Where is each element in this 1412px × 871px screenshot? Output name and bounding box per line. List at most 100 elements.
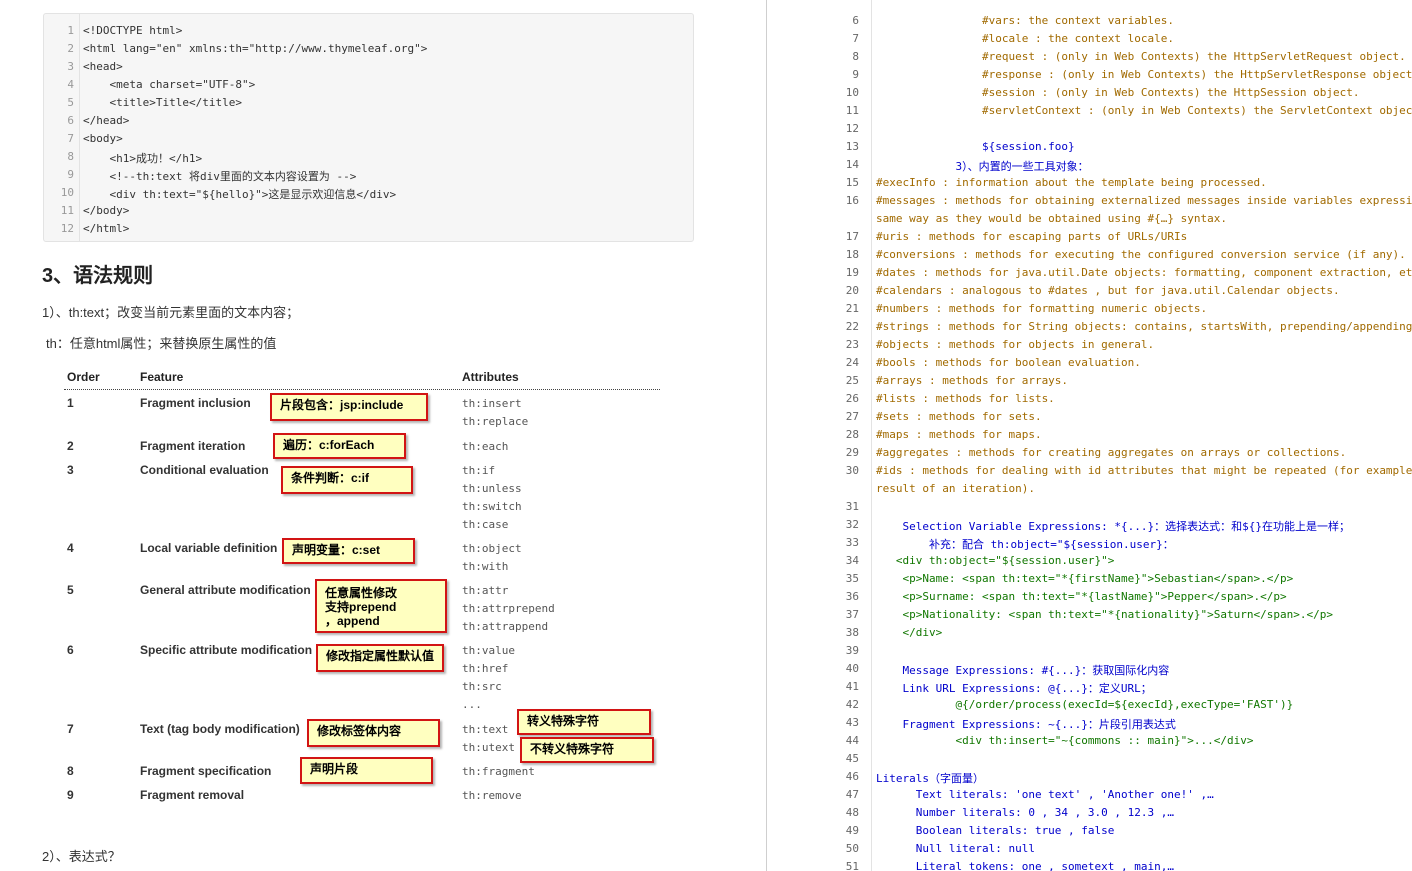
table-cell-order: 4: [67, 541, 74, 555]
code-line: #ids : methods for dealing with id attri…: [876, 464, 1412, 477]
table-cell-attribute: th:fragment: [462, 765, 535, 778]
table-cell-feature: Fragment inclusion: [140, 396, 251, 410]
code-line-number: 16: [845, 194, 859, 207]
code-line-number: 42: [845, 698, 859, 711]
table-cell-attribute: th:utext: [462, 741, 515, 754]
code-line: #maps : methods for maps.: [876, 428, 1042, 441]
table-cell-order: 8: [67, 764, 74, 778]
table-cell-attribute: th:attrprepend: [462, 602, 555, 615]
code-line: #conversions : methods for executing the…: [876, 248, 1406, 261]
code-line: <!DOCTYPE html>: [83, 24, 183, 37]
code-line: <html lang="en" xmlns:th="http://www.thy…: [83, 42, 428, 55]
table-cell-attribute: th:unless: [462, 482, 522, 495]
table-cell-attribute: th:each: [462, 440, 509, 453]
table-cell-attribute: th:attrappend: [462, 620, 549, 633]
code-line-number: 50: [845, 842, 859, 855]
code-line-number: 3: [67, 60, 74, 73]
table-cell-feature: Fragment specification: [140, 764, 272, 778]
code-line-number: 11: [845, 104, 859, 117]
code-line-number: 49: [845, 824, 859, 837]
code-line-number: 11: [60, 204, 74, 217]
code-line: #aggregates : methods for creating aggre…: [876, 446, 1347, 459]
table-cell-attribute: th:insert: [462, 397, 522, 410]
table-cell-feature: Conditional evaluation: [140, 463, 269, 477]
right-code-pane: 6 #vars: the context variables.7 #locale…: [767, 0, 1412, 871]
code-line: result of an iteration).: [876, 482, 1035, 495]
code-line-number: 20: [845, 284, 859, 297]
code-line-number: 9: [67, 168, 74, 181]
code-line: ${session.foo}: [876, 140, 1075, 153]
table-cell-attribute: th:switch: [462, 500, 522, 513]
table-cell-order: 7: [67, 722, 74, 736]
table-cell-attribute: th:src: [462, 680, 502, 693]
table-cell-attribute: th:case: [462, 518, 509, 531]
code-line-number: 29: [845, 446, 859, 459]
code-line: <p>Nationality: <span th:text="*{nationa…: [876, 608, 1333, 621]
table-cell-attribute: th:if: [462, 464, 496, 477]
table-cell-attribute: th:object: [462, 542, 522, 555]
paragraph-th-attr: th：任意html属性；来替换原生属性的值: [46, 336, 277, 351]
table-cell-attribute: th:replace: [462, 415, 529, 428]
table-header-attributes: Attributes: [462, 370, 519, 384]
code-line-number: 33: [845, 536, 859, 549]
table-cell-attribute: th:attr: [462, 584, 509, 597]
code-line-number: 19: [845, 266, 859, 279]
code-line-number: 10: [60, 186, 74, 199]
code-line-number: 39: [845, 644, 859, 657]
annotation-note-line: 任意属性修改: [325, 586, 398, 600]
code-line: <h1>成功！</h1>: [83, 152, 203, 165]
table-cell-attribute: th:href: [462, 662, 509, 675]
annotation-note: 声明片段: [300, 757, 433, 784]
code-line-number: 4: [67, 78, 74, 91]
table-header-divider: [64, 389, 660, 390]
code-line-number: 41: [845, 680, 859, 693]
code-line-number: 43: [845, 716, 859, 729]
table-cell-attribute: th:text: [462, 723, 509, 736]
table-cell-order: 9: [67, 788, 74, 802]
code-line-number: 22: [845, 320, 859, 333]
table-cell-feature: General attribute modification: [140, 583, 311, 597]
code-line-number: 47: [845, 788, 859, 801]
code-line: <title>Title</title>: [83, 96, 242, 109]
annotation-note-line: 支持prepend: [325, 600, 397, 614]
code-line: #calendars : analogous to #dates , but f…: [876, 284, 1340, 297]
code-line: <p>Surname: <span th:text="*{lastName}">…: [876, 590, 1287, 603]
code-line: #bools : methods for boolean evaluation.: [876, 356, 1141, 369]
code-line-number: 7: [67, 132, 74, 145]
code-line-number: 31: [845, 500, 859, 513]
code-line: #response : (only in Web Contexts) the H…: [876, 68, 1412, 81]
code-line: <p>Name: <span th:text="*{firstName}">Se…: [876, 572, 1294, 585]
code-line-number: 12: [60, 222, 74, 235]
code-line-number: 23: [845, 338, 859, 351]
code-line-number: 2: [67, 42, 74, 55]
table-header-feature: Feature: [140, 370, 184, 384]
annotation-note: 修改标签体内容: [307, 719, 440, 747]
html-code-block: 1<!DOCTYPE html>2<html lang="en" xmlns:t…: [43, 13, 694, 242]
annotation-note-line: ，append: [325, 614, 380, 628]
table-cell-attribute: th:value: [462, 644, 515, 657]
section-title: 3、语法规则: [42, 265, 154, 287]
code-gutter: [79, 14, 80, 241]
code-line: Null literal: null: [876, 842, 1035, 855]
code-line: </body>: [83, 204, 130, 217]
table-cell-feature: Fragment iteration: [140, 439, 246, 453]
code-line-number: 24: [845, 356, 859, 369]
code-line: #lists : methods for lists.: [876, 392, 1055, 405]
code-line-number: 38: [845, 626, 859, 639]
code-line: <!--th:text 将div里面的文本内容设置为 -->: [83, 170, 357, 183]
code-line: #request : (only in Web Contexts) the Ht…: [876, 50, 1406, 63]
code-line: #locale : the context locale.: [876, 32, 1175, 45]
code-line-number: 5: [67, 96, 74, 109]
code-line: Number literals: 0 , 34 , 3.0 , 12.3 ,…: [876, 806, 1175, 819]
annotation-note: 任意属性修改 支持prepend ，append: [315, 579, 447, 633]
code-line: <meta charset="UTF-8">: [83, 78, 256, 91]
code-line-number: 17: [845, 230, 859, 243]
code-line: 3）、内置的一些工具对象：: [876, 160, 1089, 173]
left-document-pane: 1<!DOCTYPE html>2<html lang="en" xmlns:t…: [42, 13, 694, 864]
annotation-note: 修改指定属性默认值: [316, 644, 444, 672]
code-line: Fragment Expressions: ~{...}：片段引用表达式: [876, 718, 1176, 731]
code-line: #dates : methods for java.util.Date obje…: [876, 266, 1412, 279]
code-line: <head>: [83, 60, 123, 73]
code-line: Message Expressions: #{...}：获取国际化内容: [876, 664, 1170, 677]
annotation-note: 片段包含：jsp:include: [270, 393, 428, 421]
